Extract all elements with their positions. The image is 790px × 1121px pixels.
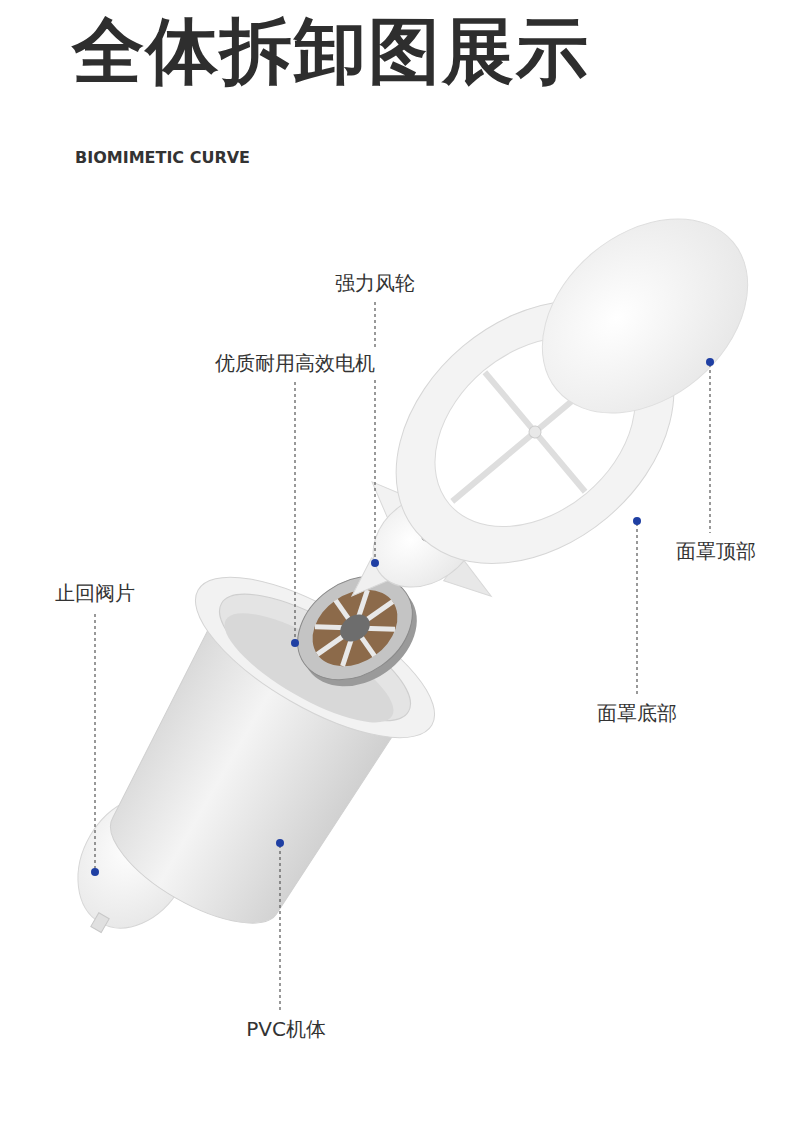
part-label: PVC机体: [244, 1016, 328, 1043]
part-label: 面罩底部: [595, 700, 679, 727]
leader-lines: [95, 302, 710, 1010]
part-label: 面罩顶部: [674, 538, 758, 565]
page-title: 全体拆卸图展示: [72, 4, 590, 100]
subtitle: BIOMIMETIC CURVE: [75, 148, 250, 167]
part-label: 优质耐用高效电机: [213, 350, 377, 377]
pvc-body: [59, 547, 457, 966]
part-label: 强力风轮: [333, 270, 417, 297]
leader-dots: [91, 358, 714, 876]
part-label: 止回阀片: [53, 580, 137, 607]
mask-top: [504, 179, 786, 452]
